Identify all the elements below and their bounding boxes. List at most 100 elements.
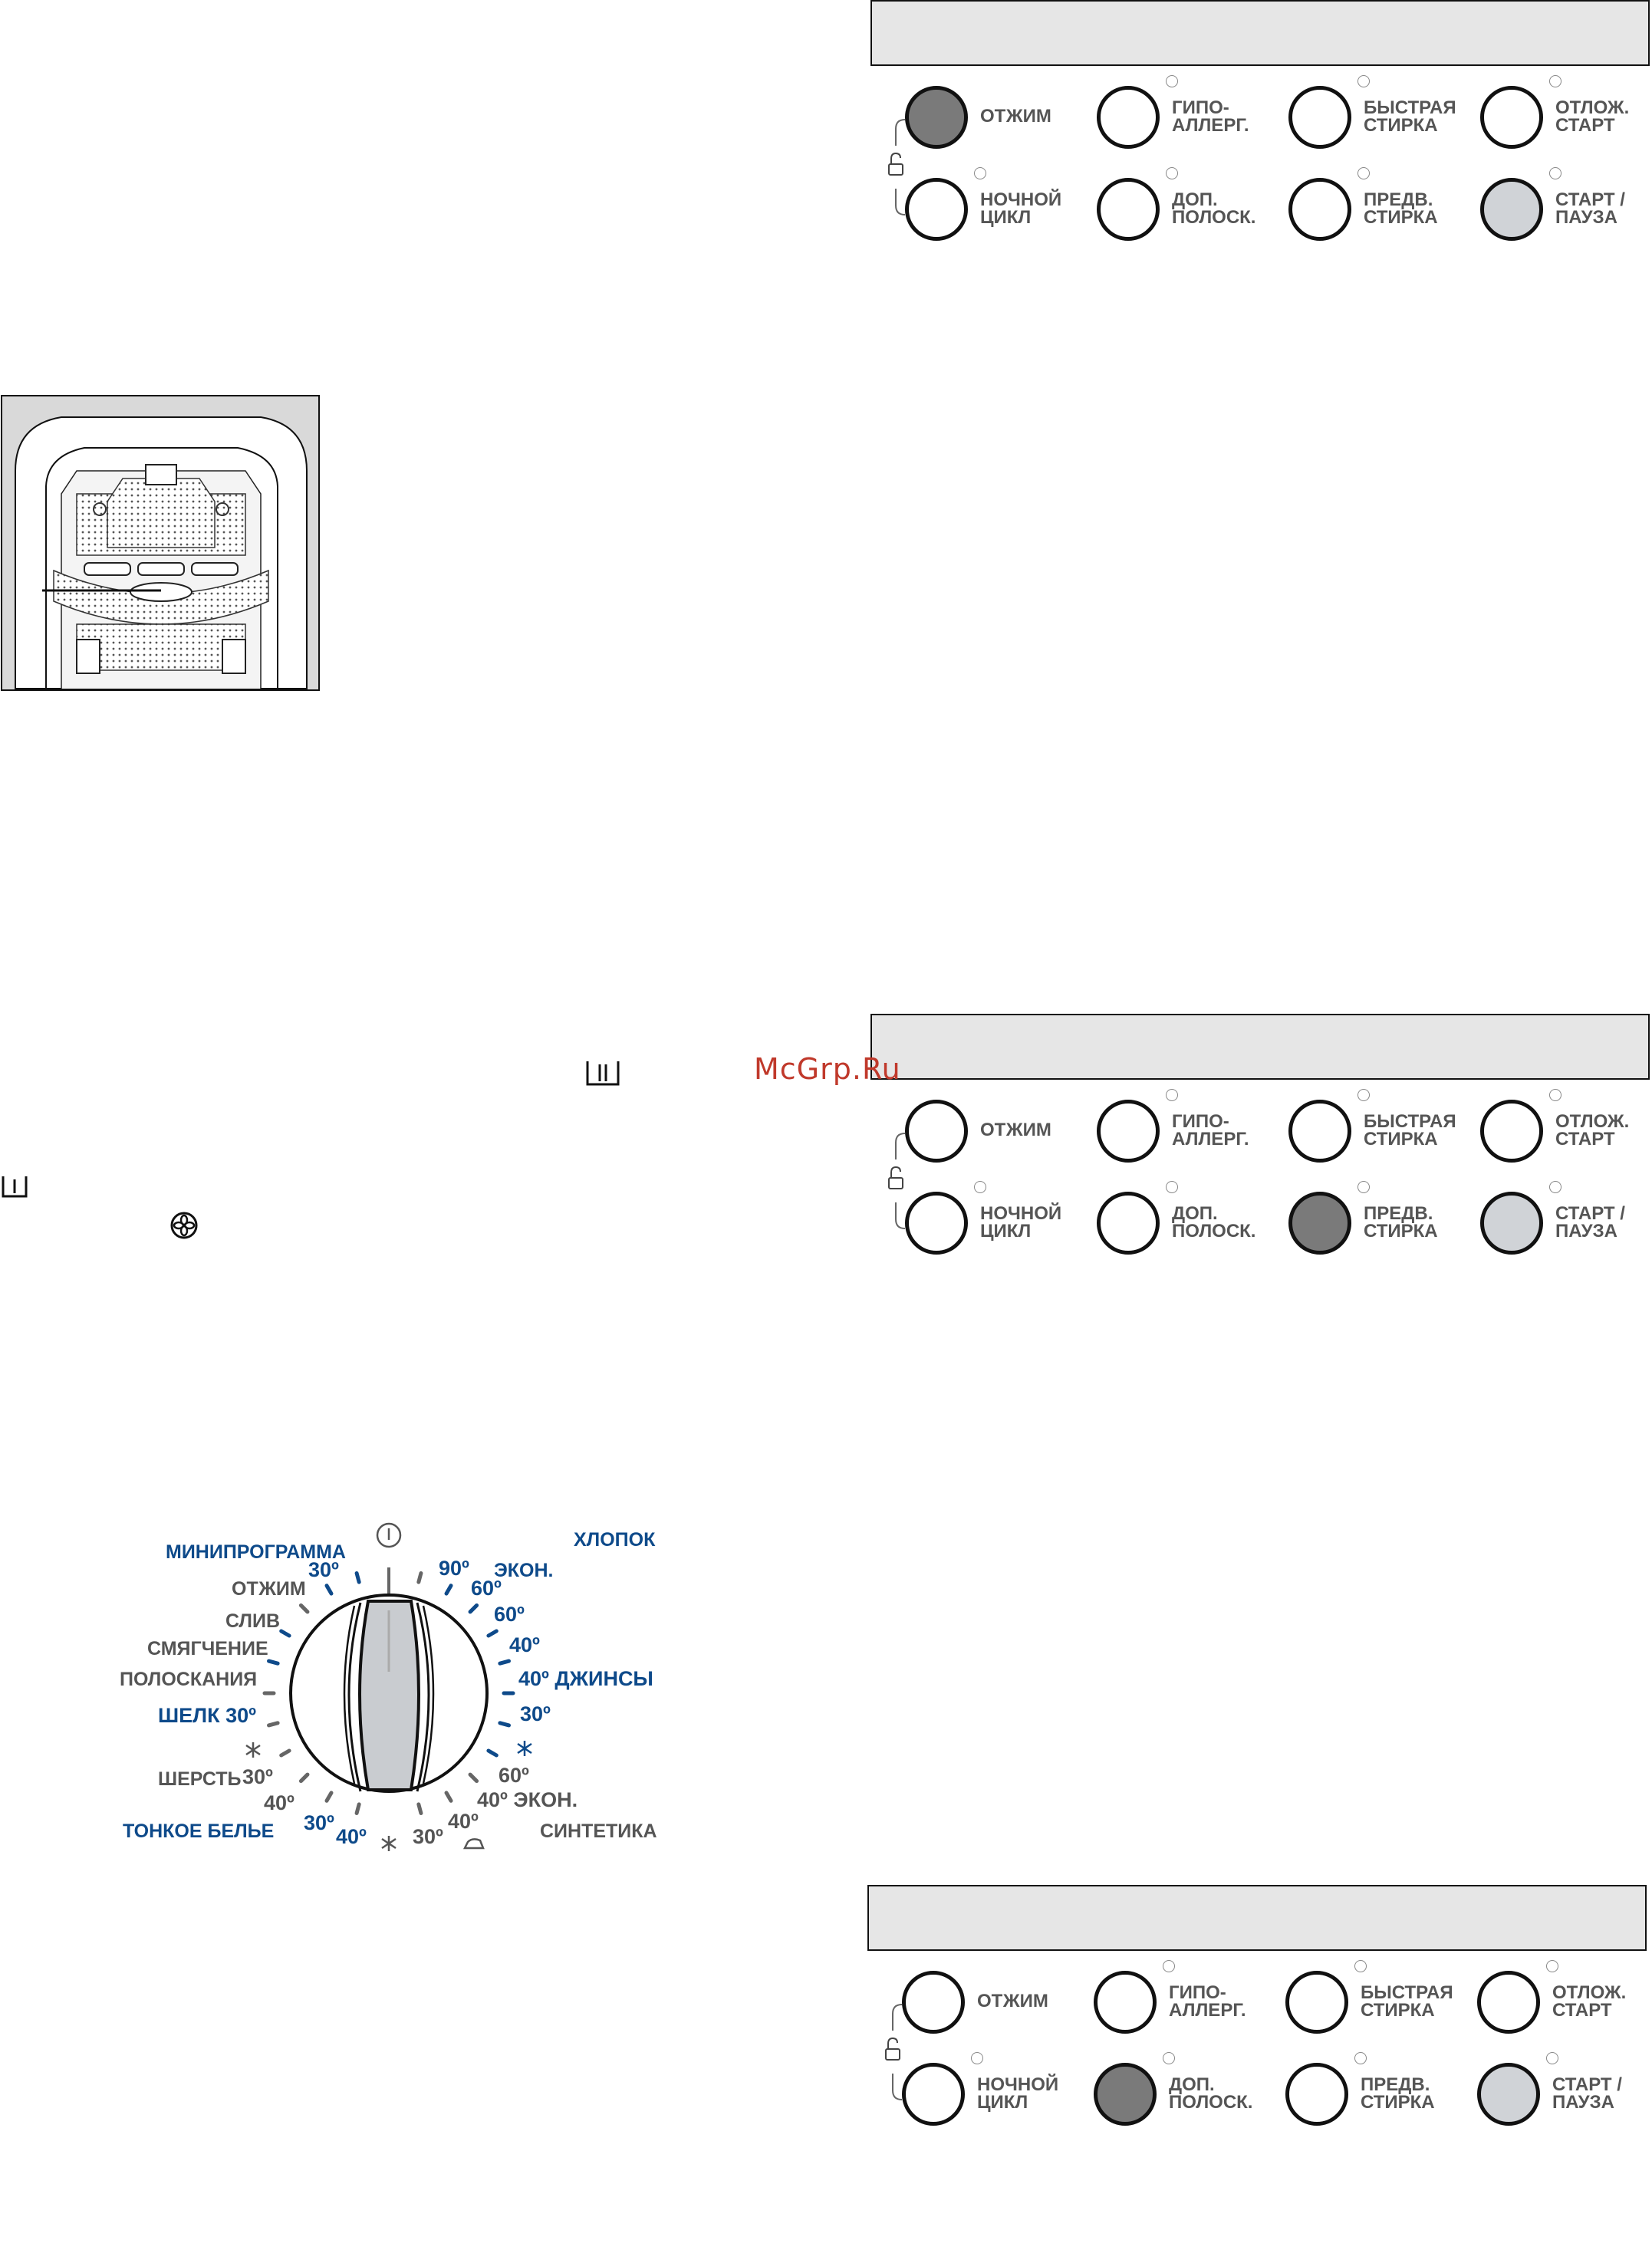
label-c60b: 60º	[494, 1603, 525, 1626]
panel-button[interactable]	[1477, 2063, 1540, 2126]
panel-button[interactable]	[902, 1971, 965, 2034]
label-c40: 40º	[509, 1633, 540, 1656]
indicator-led	[1163, 1960, 1175, 1972]
cold-star-icon	[245, 1742, 261, 1758]
program-dial: МИНИПРОГРАММА 30º ОТЖИМ СЛИВ СМЯГЧЕНИЕ П…	[107, 1511, 690, 1863]
panel-button[interactable]	[1094, 1971, 1157, 2034]
label-delicate-40b: 40º	[336, 1825, 367, 1848]
panel-button[interactable]	[1480, 1100, 1543, 1163]
cold-star-icon	[381, 1836, 397, 1851]
panel-button-label: ГИПО- АЛЛЕРГ.	[1172, 97, 1249, 136]
indicator-led	[1549, 167, 1562, 179]
panel-button-label: НОЧНОЙ ЦИКЛ	[980, 1203, 1062, 1242]
panel-button[interactable]	[1480, 86, 1543, 149]
label-s40: 40º	[448, 1810, 479, 1833]
label-econ: ЭКОН.	[494, 1560, 554, 1581]
panel-button-label: СТАРТ / ПАУЗА	[1555, 189, 1625, 228]
child-lock-icon	[888, 119, 906, 215]
panel-button[interactable]	[1285, 2063, 1348, 2126]
panel-button[interactable]	[902, 2063, 965, 2126]
indicator-led	[1549, 1089, 1562, 1101]
label-spin: ОТЖИМ	[232, 1578, 306, 1600]
dial-tick	[498, 1659, 511, 1666]
panel-button-label: ГИПО- АЛЛЕРГ.	[1172, 1111, 1249, 1150]
dial-tick	[324, 1584, 334, 1596]
label-rinse: ПОЛОСКАНИЯ	[120, 1669, 258, 1690]
watermark: McGrp.Ru	[754, 1052, 901, 1086]
panel-button[interactable]	[905, 1192, 968, 1255]
panel-button-label: ДОП. ПОЛОСК.	[1172, 189, 1256, 228]
dial-tick	[486, 1748, 499, 1758]
panel-button-label: НОЧНОЙ ЦИКЛ	[980, 189, 1062, 228]
panel-button[interactable]	[1288, 86, 1351, 149]
indicator-led	[1166, 1089, 1178, 1101]
label-s40econ: 40º ЭКОН.	[477, 1788, 578, 1811]
panel-button[interactable]	[905, 178, 968, 241]
dial-tick	[354, 1802, 361, 1815]
panel-button[interactable]	[1288, 178, 1351, 241]
label-s60: 60º	[499, 1764, 529, 1787]
indicator-led	[1357, 1181, 1370, 1193]
label-synthetics: СИНТЕТИКА	[540, 1820, 657, 1842]
panel-button-label: ПРЕДВ. СТИРКА	[1361, 2074, 1435, 2113]
panel-button-label: ГИПО- АЛЛЕРГ.	[1169, 1982, 1246, 2021]
panel-button[interactable]	[1097, 86, 1160, 149]
panel-button[interactable]	[1480, 178, 1543, 241]
panel-button-label: ОТЛОЖ. СТАРТ	[1555, 1111, 1630, 1150]
display-bar	[870, 1014, 1650, 1080]
panel-button[interactable]	[905, 86, 968, 149]
indicator-led	[1546, 1960, 1558, 1972]
label-delicate: ТОНКОЕ БЕЛЬЕ	[123, 1820, 275, 1842]
dial-tick	[498, 1721, 511, 1728]
dial-tick	[416, 1571, 423, 1584]
panel-button-label: ДОП. ПОЛОСК.	[1169, 2074, 1253, 2113]
dial-tick	[354, 1571, 361, 1584]
panel-button[interactable]	[1477, 1971, 1540, 2034]
indicator-led	[1163, 2052, 1175, 2064]
dial-tick	[444, 1584, 453, 1596]
dial-knob[interactable]	[107, 1511, 690, 1863]
label-c30: 30º	[520, 1702, 551, 1725]
dial-tick	[279, 1629, 291, 1638]
dial-tick	[279, 1748, 291, 1758]
panel-button-label: ПРЕДВ. СТИРКА	[1364, 189, 1438, 228]
panel-button[interactable]	[1094, 2063, 1157, 2126]
indicator-led	[974, 167, 986, 179]
indicator-led	[974, 1181, 986, 1193]
cold-star-icon	[517, 1741, 532, 1756]
panel-button[interactable]	[1480, 1192, 1543, 1255]
panel-button[interactable]	[905, 1100, 968, 1163]
iron-icon	[462, 1838, 485, 1850]
label-silk: ШЕЛК 30º	[158, 1704, 256, 1727]
label-drain: СЛИВ	[225, 1610, 280, 1632]
indicator-led	[1354, 2052, 1367, 2064]
panel-button[interactable]	[1097, 178, 1160, 241]
label-c60a: 60º	[471, 1577, 502, 1600]
prewash-compartment-icon	[586, 1061, 620, 1086]
label-c90: 90º	[439, 1557, 469, 1580]
label-wool-30: 30º	[242, 1765, 273, 1788]
panel-button-label: НОЧНОЙ ЦИКЛ	[977, 2074, 1059, 2113]
indicator-led	[971, 2052, 983, 2064]
panel-button-label: ПРЕДВ. СТИРКА	[1364, 1203, 1438, 1242]
dial-tick	[267, 1721, 280, 1728]
label-delicate-40: 40º	[264, 1791, 295, 1814]
drum-illustration	[1, 395, 320, 691]
child-lock-icon	[888, 1133, 906, 1229]
dial-tick	[416, 1802, 423, 1815]
dial-tick	[298, 1772, 310, 1784]
display-bar	[867, 1885, 1647, 1951]
panel-button[interactable]	[1285, 1971, 1348, 2034]
dial-tick	[468, 1603, 479, 1614]
indicator-led	[1357, 75, 1370, 87]
indicator-led	[1166, 1181, 1178, 1193]
panel-button[interactable]	[1288, 1100, 1351, 1163]
dial-tick	[298, 1603, 310, 1614]
panel-button[interactable]	[1288, 1192, 1351, 1255]
panel-button[interactable]	[1097, 1192, 1160, 1255]
panel-button[interactable]	[1097, 1100, 1160, 1163]
panel-button-label: ДОП. ПОЛОСК.	[1172, 1203, 1256, 1242]
power-off-icon	[376, 1522, 402, 1548]
